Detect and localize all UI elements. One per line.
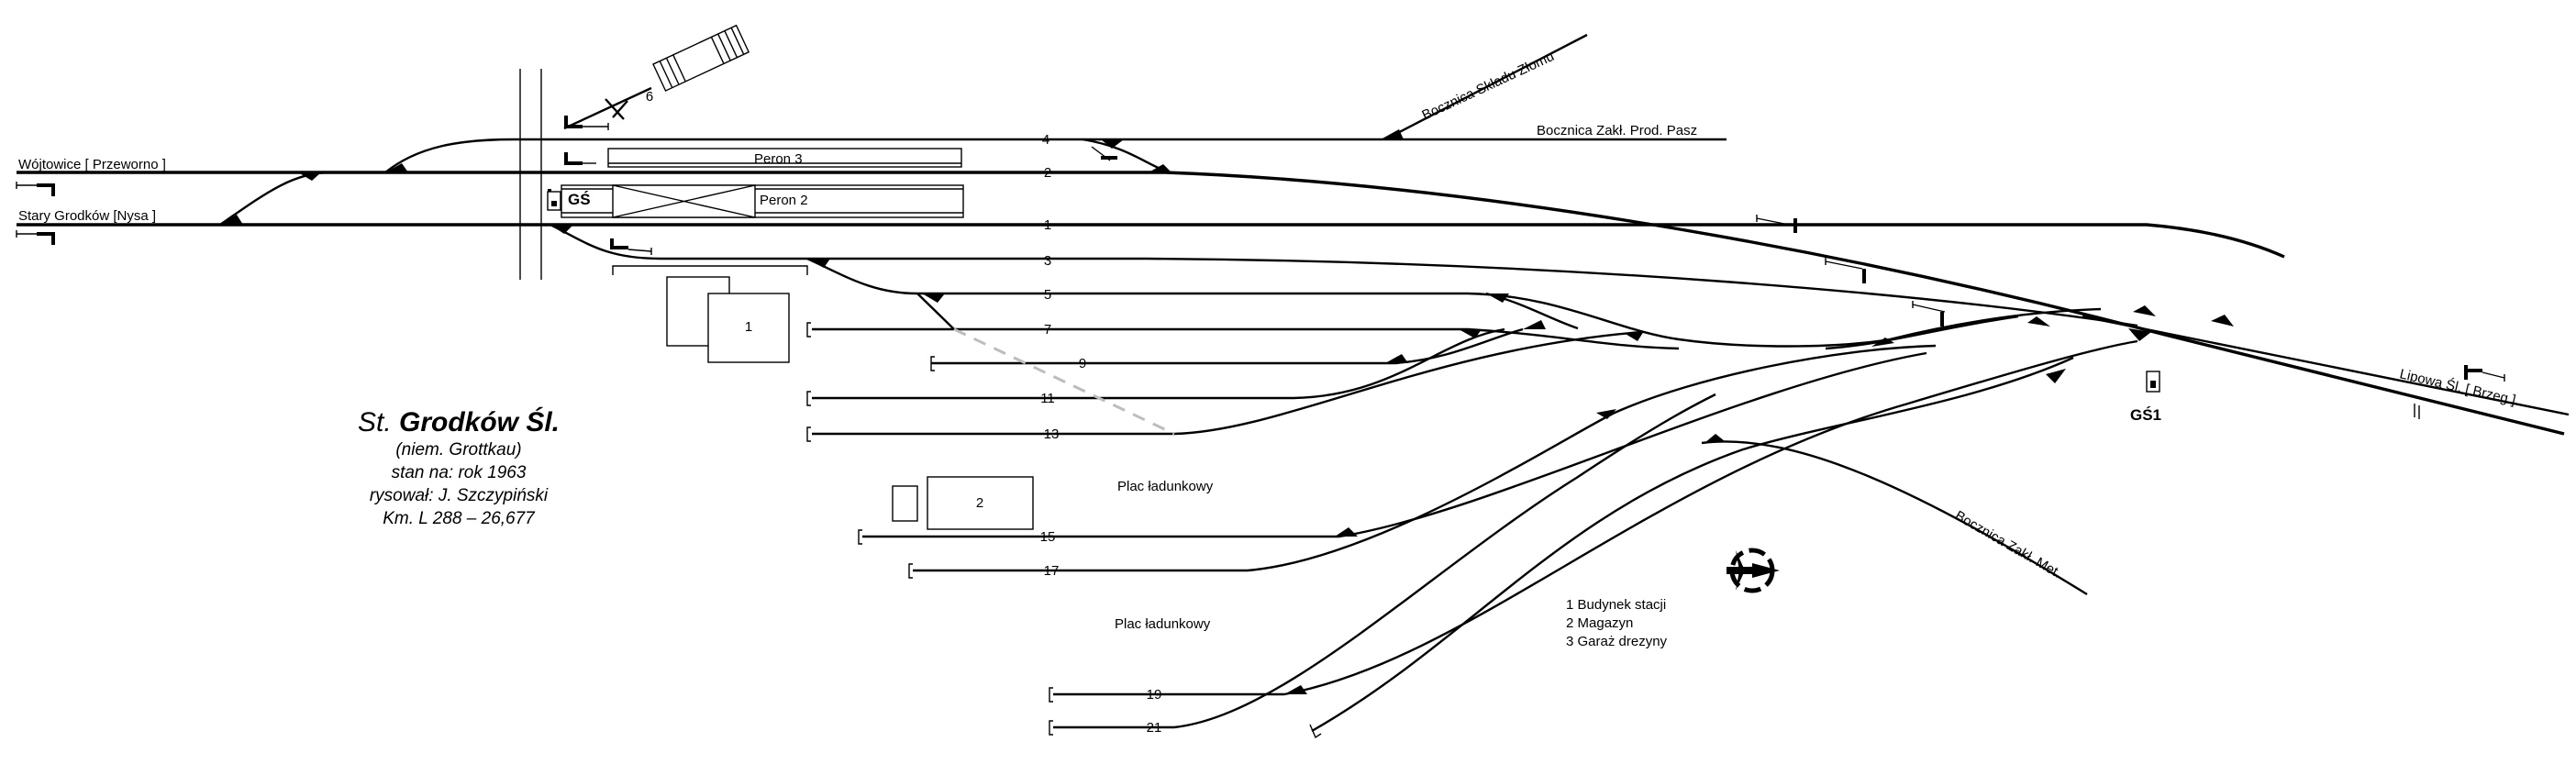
- track-number-21: 21: [1147, 720, 1162, 736]
- legend-item-3: 3 Garaż drezyny: [1566, 634, 1668, 649]
- signal-box-icon: [547, 191, 2160, 393]
- title-line-4: Km. L 288 – 26,677: [383, 509, 536, 528]
- signal-icon: [2464, 365, 2505, 382]
- siding-zlom-track: [1384, 33, 1588, 141]
- building-1-label: 1: [745, 319, 752, 335]
- signal-icon: [1825, 258, 1866, 283]
- overpass: [519, 69, 542, 280]
- signal-icon: [2414, 404, 2420, 419]
- platform-2-label: Peron 2: [760, 193, 808, 208]
- direction-left-lower: Stary Grodków [Nysa ]: [18, 208, 156, 224]
- siding-pasz-label: Bocznica Zakł. Prod. Pasz: [1537, 123, 1697, 138]
- track-number-17: 17: [1044, 563, 1060, 579]
- buildings: [652, 24, 1034, 530]
- track-number-11: 11: [1040, 391, 1055, 406]
- main-tracks: [17, 171, 2570, 436]
- title-line-2: stan na: rok 1963: [392, 463, 527, 482]
- track-number-15: 15: [1040, 529, 1056, 545]
- compass-letter: N: [1748, 566, 1760, 576]
- signal-icon: [16, 182, 55, 196]
- track-number-7: 7: [1044, 322, 1051, 338]
- signal-box-gs: GŚ: [568, 191, 591, 208]
- title-block: St. Grodków Śl. (niem. Grottkau) stan na…: [358, 406, 560, 528]
- buffer-stops: [806, 322, 1322, 739]
- title-line-1: (niem. Grottkau): [395, 440, 521, 460]
- compass-icon: [1727, 548, 1780, 593]
- switch-markers: [220, 129, 2234, 694]
- signal-icon: [1091, 146, 1117, 161]
- track-number-1: 1: [1044, 217, 1051, 233]
- building-2-label: 2: [976, 495, 983, 511]
- signal-icon: [564, 116, 609, 130]
- signal-box-gs1: GŚ1: [2130, 406, 2161, 424]
- siding-met-track: [1701, 440, 2088, 596]
- track-6: [563, 86, 652, 130]
- track-number-13: 13: [1044, 426, 1060, 442]
- signal-icon: [1756, 215, 1797, 233]
- yard-label-2: Plac ładunkowy: [1115, 616, 1211, 632]
- platforms: [561, 148, 964, 275]
- page-title: St. Grodków Śl.: [358, 406, 560, 437]
- signal-icon: [1912, 301, 1946, 327]
- tracks-19-21: [1053, 339, 2138, 733]
- direction-left-upper: Wójtowice [ Przeworno ]: [18, 157, 166, 172]
- track-number-5: 5: [1044, 287, 1051, 303]
- track-number-6: 6: [646, 89, 653, 105]
- yard-label-1: Plac ładunkowy: [1117, 479, 1214, 494]
- track-number-2: 2: [1044, 165, 1051, 181]
- track-number-9: 9: [1079, 356, 1086, 371]
- signal-icon: [16, 230, 55, 245]
- platform-3-label: Peron 3: [754, 151, 803, 167]
- track-number-4: 4: [1042, 132, 1049, 148]
- signal-icon: [564, 152, 596, 165]
- title-line-3: rysował: J. Szczypiński: [370, 486, 549, 505]
- signals: [16, 116, 2505, 419]
- track-number-3: 3: [1044, 253, 1051, 269]
- legend-item-2: 2 Magazyn: [1566, 615, 1633, 631]
- track-number-19: 19: [1147, 687, 1162, 703]
- legend-item-1: 1 Budynek stacji: [1566, 597, 1666, 613]
- signal-icon: [610, 238, 652, 255]
